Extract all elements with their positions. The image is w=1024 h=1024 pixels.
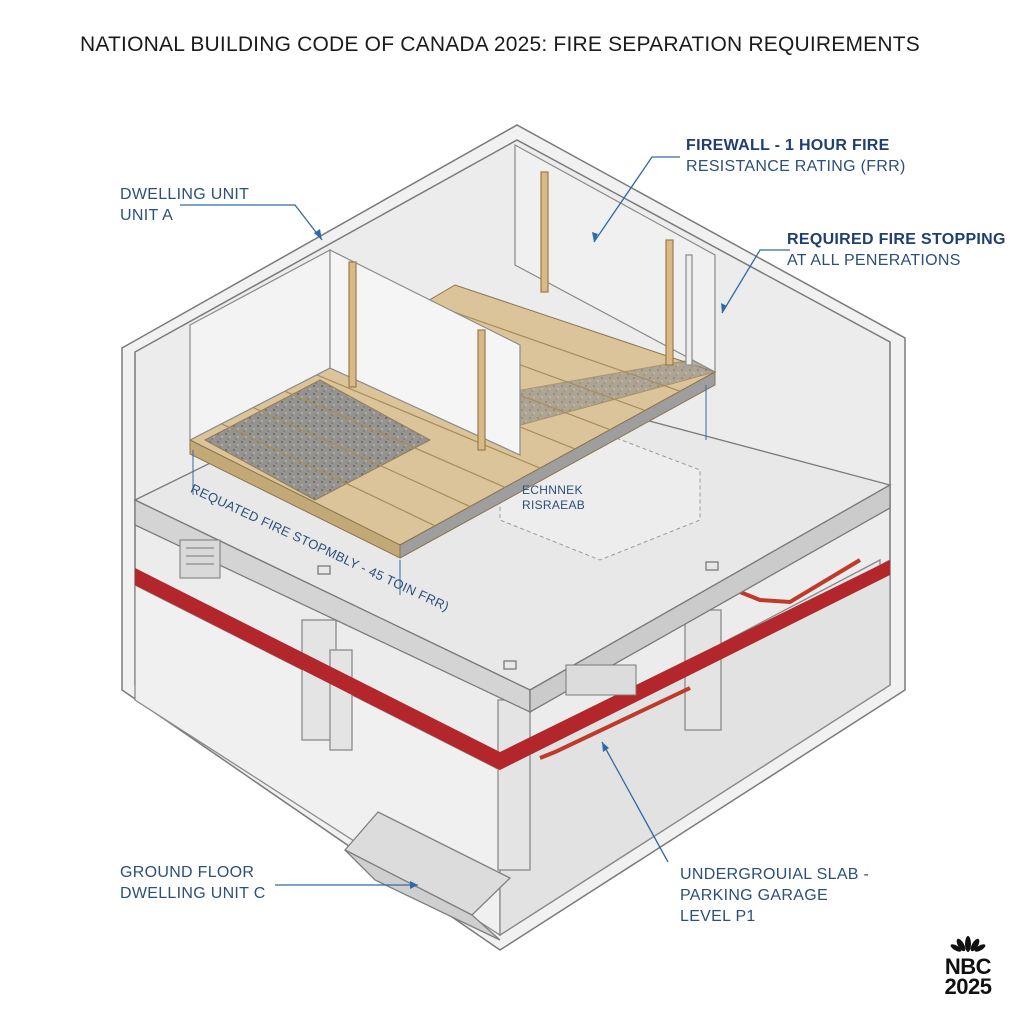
page-title: NATIONAL BUILDING CODE OF CANADA 2025: F… (80, 33, 920, 56)
underground-line1: UNDERGROUIAL SLAB - (680, 866, 870, 883)
leader-dwelling-a (180, 204, 323, 241)
logo-line2: 2025 (944, 974, 992, 999)
fire-stopping-line2: AT ALL PENERATIONS (787, 252, 961, 269)
leader-fire-stopping (721, 249, 790, 314)
dwelling-a-line2: UNIT A (120, 207, 174, 224)
ground-floor-line2: DWELLING UNIT C (120, 885, 266, 902)
leader-firewall (593, 156, 680, 243)
leader-arrowheads (314, 229, 727, 889)
unit-a-walls (189, 143, 716, 456)
dwelling-unit-a-label: DWELLING UNIT UNIT A (120, 184, 249, 226)
underground-slab-label: UNDERGROUIAL SLAB - PARKING GARAGE LEVEL… (680, 864, 869, 927)
dimension-lines (192, 385, 707, 595)
fire-separation-band (135, 558, 890, 770)
deck-joist (248, 405, 471, 508)
peacock-icon (950, 936, 986, 952)
deck-joist (425, 301, 681, 392)
technical-box-label: ECHNNEK RISRAEAB (522, 483, 585, 513)
ground-floor-label: GROUND FLOOR DWELLING UNIT C (120, 862, 266, 904)
leader-lines (180, 156, 790, 886)
firewall-label: FIREWALL - 1 HOUR FIRE RESISTANCE RATING… (686, 135, 906, 177)
deck-joist (219, 422, 436, 527)
technical-line2: RISRAEAB (522, 498, 586, 512)
logo-line1: NBC (944, 954, 992, 979)
fire-stopping-line1: REQUIRED FIRE STOPPING (787, 231, 1006, 248)
underground-line3: LEVEL P1 (680, 908, 756, 925)
nbc-2025-logo: NBC 2025 (936, 930, 1000, 999)
underground-line2: PARKING GARAGE (680, 887, 828, 904)
technical-line1: ECHNNEK (522, 483, 583, 497)
deck-joist (307, 370, 541, 469)
firewall-line2: RESISTANCE RATING (FRR) (686, 158, 906, 175)
ground-floor-ramp (343, 811, 512, 941)
leader-underground (601, 741, 669, 863)
deck-joist (278, 387, 506, 488)
firewall-line1: FIREWALL - 1 HOUR FIRE (686, 137, 890, 154)
fire-stopping-label: REQUIRED FIRE STOPPING AT ALL PENERATION… (787, 229, 1006, 271)
dwelling-a-line1: DWELLING UNIT (120, 186, 250, 203)
ground-floor-line1: GROUND FLOOR (120, 864, 255, 881)
mechanical-unit (179, 539, 637, 696)
